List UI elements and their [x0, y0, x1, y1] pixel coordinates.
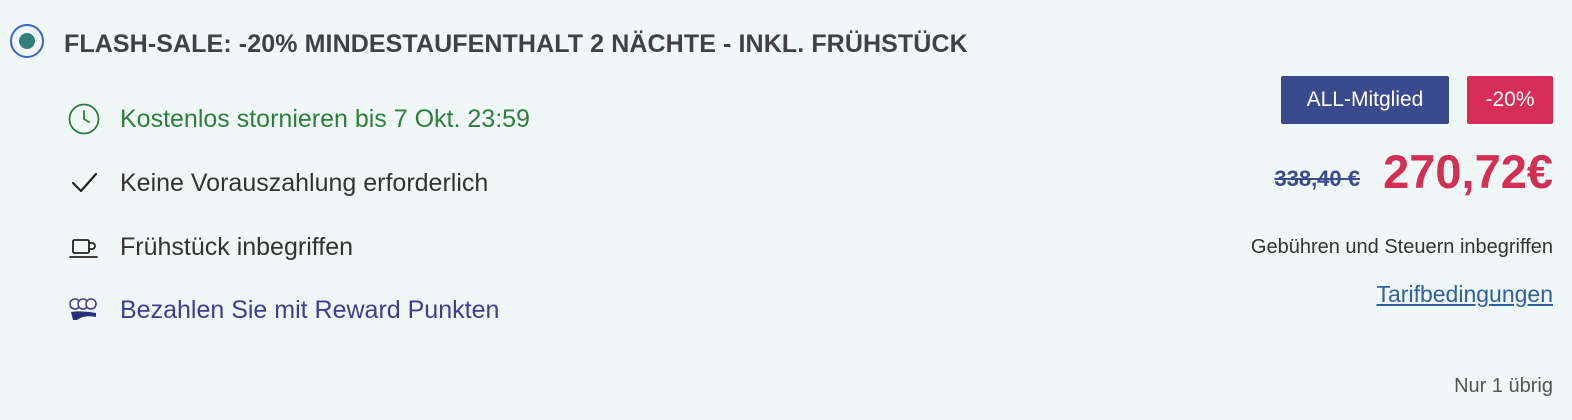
original-price: 338,40 € — [1274, 166, 1360, 191]
rate-conditions-link[interactable]: Tarifbedingungen — [1376, 281, 1553, 307]
feature-reward-points: Bezahlen Sie mit Reward Punkten — [64, 290, 499, 330]
checkmark-icon — [64, 163, 104, 203]
coffee-cup-icon — [64, 227, 104, 267]
member-badge: ALL-Mitglied — [1281, 76, 1449, 124]
rate-title: FLASH-SALE: -20% MINDESTAUFENTHALT 2 NÄC… — [64, 30, 968, 58]
feature-free-cancellation-label: Kostenlos stornieren bis 7 Okt. 23:59 — [120, 104, 530, 133]
feature-free-cancellation: Kostenlos stornieren bis 7 Okt. 23:59 — [64, 99, 530, 139]
feature-breakfast: Frühstück inbegriffen — [64, 227, 353, 267]
discount-badge: -20% — [1467, 76, 1553, 124]
availability-note: Nur 1 übrig — [1454, 375, 1553, 397]
feature-no-prepayment-label: Keine Vorauszahlung erforderlich — [120, 168, 489, 197]
clock-icon — [64, 99, 104, 139]
fees-note: Gebühren und Steuern inbegriffen — [1250, 236, 1553, 258]
feature-no-prepayment: Keine Vorauszahlung erforderlich — [64, 163, 488, 203]
reward-coins-icon — [64, 290, 104, 330]
feature-breakfast-label: Frühstück inbegriffen — [120, 232, 353, 261]
rate-radio-button[interactable] — [10, 24, 44, 58]
current-price: 270,72€ — [1383, 145, 1553, 198]
feature-reward-points-label: Bezahlen Sie mit Reward Punkten — [120, 295, 500, 324]
radio-selected-dot — [19, 33, 35, 49]
